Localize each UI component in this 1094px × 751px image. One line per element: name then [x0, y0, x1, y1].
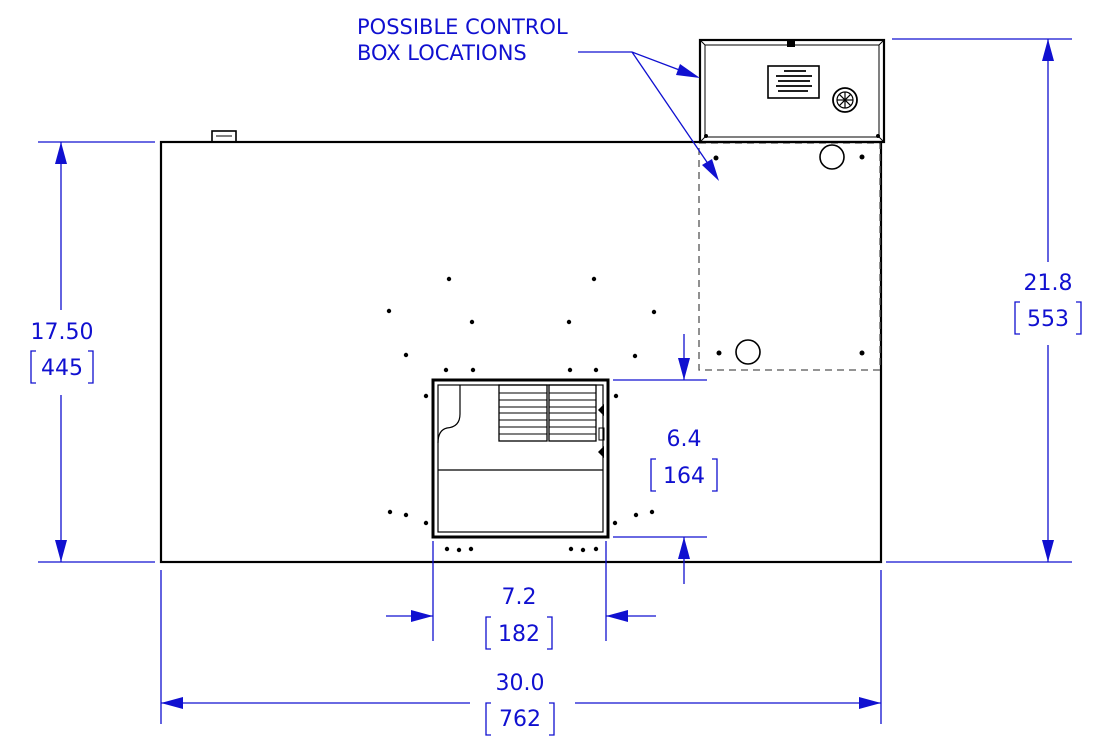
dimension-overall-height: 17.50 445: [30, 141, 155, 563]
dimension-height-with-box: 21.8 553: [886, 38, 1082, 563]
unit-outline: [159, 130, 883, 564]
fan-icon: [832, 87, 858, 113]
overall-height-mm: 445: [41, 356, 83, 381]
overall-height-inch: 17.50: [31, 320, 94, 345]
dimension-overall-width: 30.0 762: [160, 570, 882, 736]
control-box-note: POSSIBLE CONTROL BOX LOCATIONS: [357, 15, 719, 181]
opening-width-inch: 7.2: [502, 585, 537, 610]
height-with-box-inch: 21.8: [1024, 271, 1073, 296]
control-box: [698, 38, 886, 144]
note-line-2: BOX LOCATIONS: [357, 41, 527, 65]
opening-height-mm: 164: [663, 464, 705, 489]
note-line-1: POSSIBLE CONTROL: [357, 15, 568, 39]
opening-width-mm: 182: [498, 622, 540, 647]
opening-height-inch: 6.4: [667, 427, 702, 452]
height-with-box-mm: 553: [1027, 307, 1069, 332]
label-plate: [767, 65, 820, 99]
blower-opening: [431, 378, 610, 539]
box-region-holes: [713, 144, 865, 365]
label-plate-text-lines: [776, 70, 812, 92]
mounting-holes: [386, 276, 657, 553]
dimension-opening-width: 7.2 182: [386, 541, 656, 650]
alternate-box-location: [698, 142, 881, 371]
overall-width-mm: 762: [499, 707, 541, 732]
overall-width-inch: 30.0: [496, 671, 545, 696]
dimension-opening-height: 6.4 164: [613, 334, 718, 584]
